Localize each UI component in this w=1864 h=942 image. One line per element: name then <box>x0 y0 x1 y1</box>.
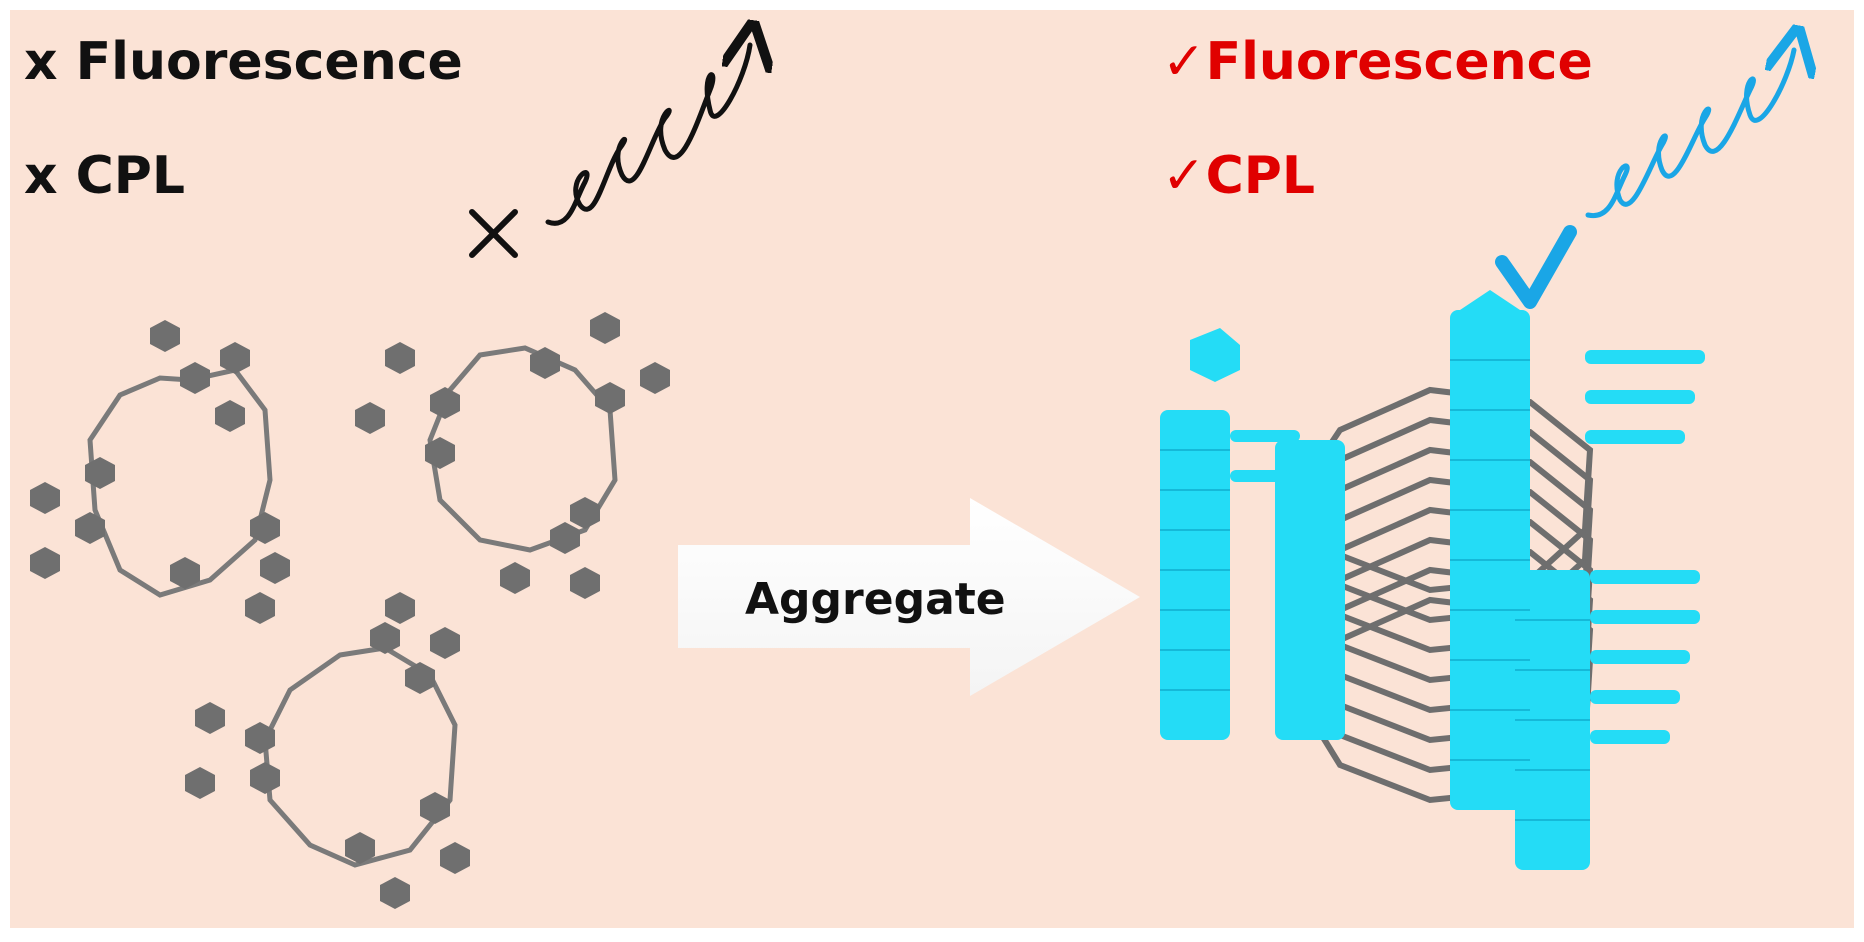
aggregate-arrow-label: Aggregate <box>745 574 1006 625</box>
no-cpl-label: x CPL <box>24 146 186 206</box>
check-icon <box>1495 225 1577 309</box>
monomer-molecules <box>30 312 670 909</box>
figure-panel: x Fluorescence x CPL ✓Fluorescence ✓CPL <box>10 10 1854 928</box>
monomer-3 <box>185 592 470 909</box>
no-fluorescence-label: x Fluorescence <box>24 32 463 92</box>
cpl-label: ✓CPL <box>1162 146 1315 206</box>
monomer-1 <box>30 320 290 624</box>
fluorescence-label: ✓Fluorescence <box>1162 32 1593 92</box>
aggregate-structure <box>1160 290 1705 870</box>
diagram-canvas <box>30 10 1854 909</box>
cpl-wave-black <box>545 45 750 226</box>
monomer-2 <box>355 312 670 599</box>
cross-icon <box>469 209 518 258</box>
aggregate-arrow <box>678 498 1140 696</box>
cpl-wave-blue <box>1585 50 1794 219</box>
